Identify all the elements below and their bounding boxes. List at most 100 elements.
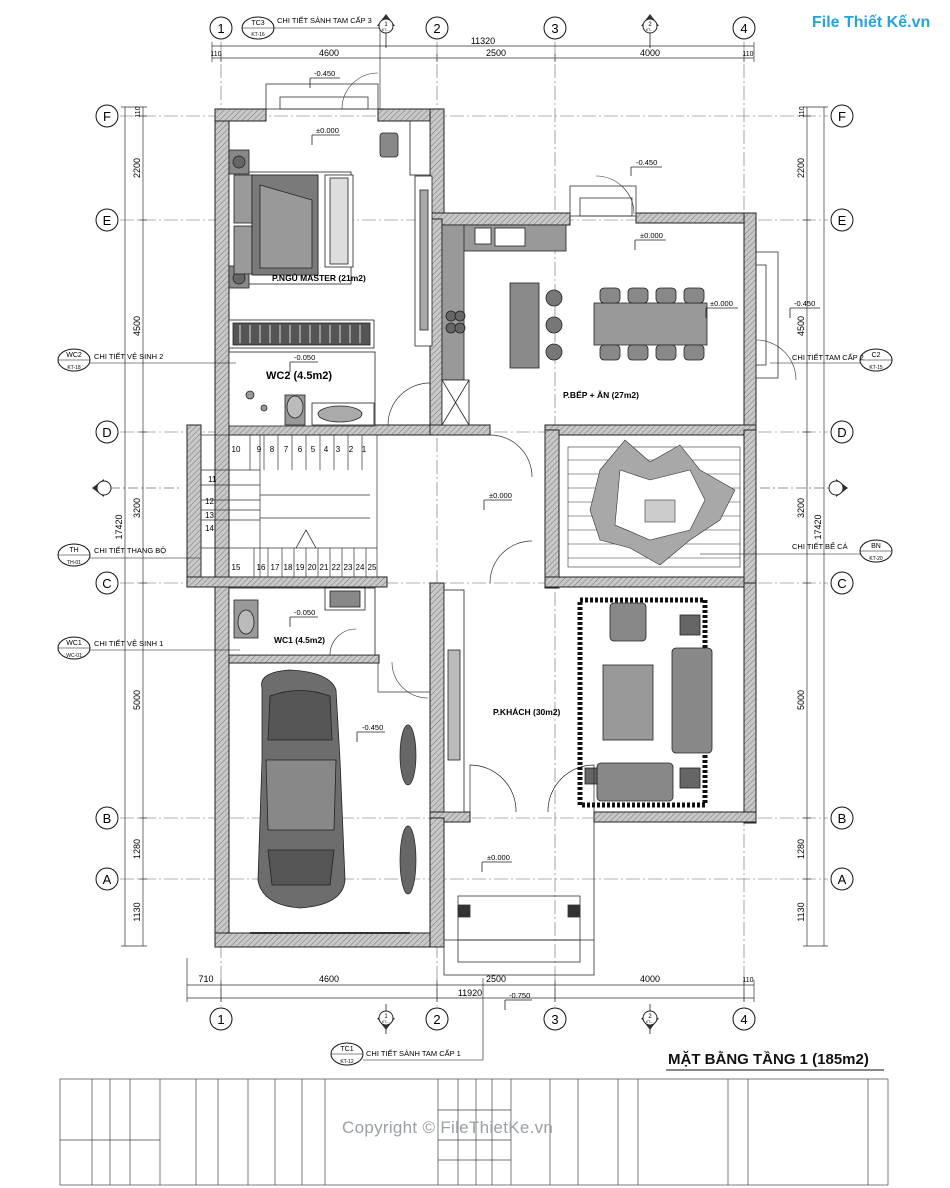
level-text: ±0.000 [710,299,733,308]
section-mark-2-bottom: 2 KT-... [641,1004,659,1034]
stair-number: 11 [208,475,217,484]
stair-number: 23 [344,563,353,572]
wardrobe [228,120,433,349]
watermark-copyright: Copyright © FileThietKe.vn [342,1118,554,1137]
section-label: 1 [384,22,388,28]
dim-right-g: 1130 [796,902,806,921]
wc1-fixtures [228,587,376,656]
level-marker [289,77,820,1010]
section-mark-3-right [760,479,848,497]
grid-bubble-col-1-bottom: 1 [209,1007,233,1031]
dim-left-total: 17420 [114,514,124,539]
grid-label: A [838,872,847,887]
callout-text: CHI TIẾT SẢNH TAM CẤP 3 [277,15,372,25]
dimension-left [121,106,147,947]
stair-number: 25 [368,563,377,572]
stair-number: 8 [270,445,275,454]
sheet-title: MẶT BẰNG TẦNG 1 (185m2) [668,1051,869,1068]
section-mark-3-left [92,479,180,497]
stair-number: 19 [296,563,305,572]
callout-code: C2 [872,352,881,359]
level-text: -0.450 [636,158,657,167]
section-mark-1-top: 1 KT-... [377,14,395,48]
dim-bottom-c: 2500 [486,974,506,984]
kitchen-steps-top [569,175,637,217]
section-sheet: KT-... [382,1020,390,1024]
callout-code: WC1 [66,640,82,647]
stair-number: 24 [356,563,365,572]
callout-text: CHI TIẾT BỂ CÁ [792,541,848,551]
stair-number: 15 [232,563,241,572]
grid-label: 2 [433,21,440,36]
level-text: -0.050 [294,608,315,617]
dim-left-b: 2200 [132,158,142,178]
callout-sheet: KT-20 [869,556,883,562]
grid-label: D [837,425,846,440]
dim-bottom-b: 4600 [319,974,339,984]
section-sheet: KT-... [646,1020,654,1024]
section-sheet: KT-... [646,28,654,32]
dim-left-a: 110 [135,106,142,117]
callout-code: TC1 [340,1046,353,1053]
dim-left-c: 4500 [132,316,142,336]
level-text: ±0.000 [487,853,510,862]
grid-label: C [837,576,846,591]
dim-left-f: 1280 [132,839,142,859]
dim-right-a: 110 [799,106,806,117]
callout-sheet: KT-16 [251,32,265,38]
room-label-wc2: WC2 (4.5m2) [266,370,332,382]
grid-bubble-row-B-right: B [830,806,854,830]
dim-right-d: 3200 [796,498,806,518]
hall-doors [387,382,533,584]
stair-number: 12 [205,497,214,506]
grid-label: 2 [433,1012,440,1027]
callout-tc1: TC1 KT-12 CHI TIẾT SẢNH TAM CẤP 1 [330,978,484,1066]
level-text: ±0.000 [489,491,512,500]
grid-bubble-row-A-right: A [830,867,854,891]
dim-bottom-a: 710 [198,974,213,984]
callout-wc2: WC2 KT-18 CHI TIẾT VỆ SINH 2 [57,348,236,372]
staircase [200,434,378,578]
level-text: ±0.000 [640,231,663,240]
dim-right-f: 1280 [796,839,806,859]
room-label-master: P.NGỦ MASTER (21m2) [272,272,366,283]
grid-bubble-col-4-bottom: 4 [732,1007,756,1031]
grid-bubble-col-3-top: 3 [543,16,567,40]
level-text: -0.450 [362,723,383,732]
dim-bottom-total: 11920 [458,988,482,998]
garage-door [250,661,430,934]
watermark-logo: File Thiết Kế.vn [812,14,931,31]
level-text: -0.450 [314,69,335,78]
grid-label: E [838,213,847,228]
dim-top-a: 110 [210,51,221,58]
callout-bn: BN KT-20 CHI TIẾT BỂ CÁ [700,539,893,563]
grid-bubble-col-1-top: 1 [209,16,233,40]
level-text: -0.750 [509,991,530,1000]
grid-label: 4 [740,1012,747,1027]
dining-table [593,287,708,361]
stair-number: 13 [205,511,214,520]
callout-th: TH TH-01 CHI TIẾT THANG BỘ [57,543,200,567]
stair-number: 21 [320,563,329,572]
grid-bubble-row-D-right: D [830,420,854,444]
dim-top-c: 2500 [486,48,506,58]
grid-label: F [103,109,111,124]
section-label: 1 [384,1014,388,1020]
grid-bubble-row-A-left: A [95,867,119,891]
grid-label: C [102,576,111,591]
grid-label: B [103,811,112,826]
stair-number: 22 [332,563,341,572]
grid-label: B [838,811,847,826]
dim-top-total: 11320 [471,36,495,46]
dim-top-e: 110 [742,51,753,58]
stair-number: 17 [271,563,280,572]
callout-wc1: WC1 WC-01 CHI TIẾT VỆ SINH 1 [57,636,240,660]
grid-bubble-col-2-bottom: 2 [425,1007,449,1031]
grid-bubble-row-E-left: E [95,208,119,232]
wc2-fixtures [228,351,376,427]
stair-number: 6 [298,445,303,454]
level-text: -0.450 [794,299,815,308]
room-label-living: P.KHÁCH (30m2) [493,707,561,717]
grid-bubble-row-D-left: D [95,420,119,444]
